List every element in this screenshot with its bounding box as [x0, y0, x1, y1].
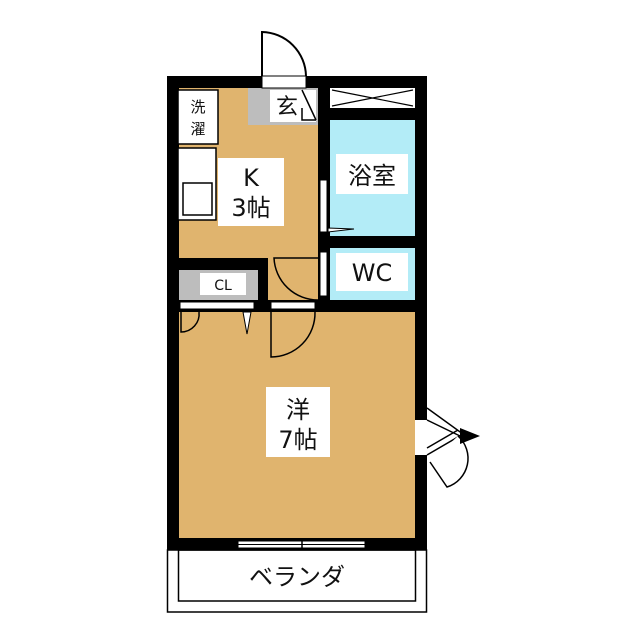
closet-label-bg — [200, 273, 246, 295]
laundry-label-1: 洗 — [190, 98, 205, 116]
cross-icon — [331, 89, 414, 107]
entrance-label: 玄 — [276, 95, 298, 120]
closet-wall — [167, 258, 267, 270]
bath-label-bg — [336, 154, 408, 194]
western-door — [270, 301, 316, 310]
wc-door-swing-icon — [273, 257, 319, 301]
closet-door — [179, 301, 255, 310]
balcony-rail — [177, 549, 417, 602]
western-size: 7帖 — [278, 426, 317, 454]
western-label-bg — [266, 387, 330, 457]
kitchen-label-bg — [218, 158, 284, 226]
closet-door-swing-icon — [180, 311, 200, 333]
bath-label: 浴室 — [348, 162, 396, 190]
western-door-swing-icon — [270, 311, 316, 358]
entrance-label-bg — [270, 90, 316, 122]
bath-door — [319, 179, 328, 233]
entrance-door-frame — [261, 75, 307, 89]
laundry-area — [177, 89, 219, 145]
kitchen-size: 3帖 — [231, 194, 270, 222]
side-window — [415, 420, 427, 455]
closet-door-arrow-icon — [242, 311, 252, 335]
bath-door-arrow-icon — [327, 227, 355, 233]
shoe-box-icon — [301, 89, 317, 121]
wc-label-bg — [336, 253, 408, 291]
kitchen-label: K — [243, 164, 260, 192]
closet-label: CL — [214, 278, 232, 294]
closet-wall-side — [258, 258, 268, 312]
wc-label: WC — [352, 259, 393, 287]
western-label: 洋 — [286, 396, 310, 424]
sink-icon — [182, 182, 213, 216]
wc-door — [319, 251, 328, 297]
balcony-label: ベランダ — [249, 563, 345, 591]
laundry-label-2: 濯 — [190, 120, 205, 138]
entrance-door-icon — [261, 30, 307, 77]
arrow-icon — [460, 428, 480, 444]
